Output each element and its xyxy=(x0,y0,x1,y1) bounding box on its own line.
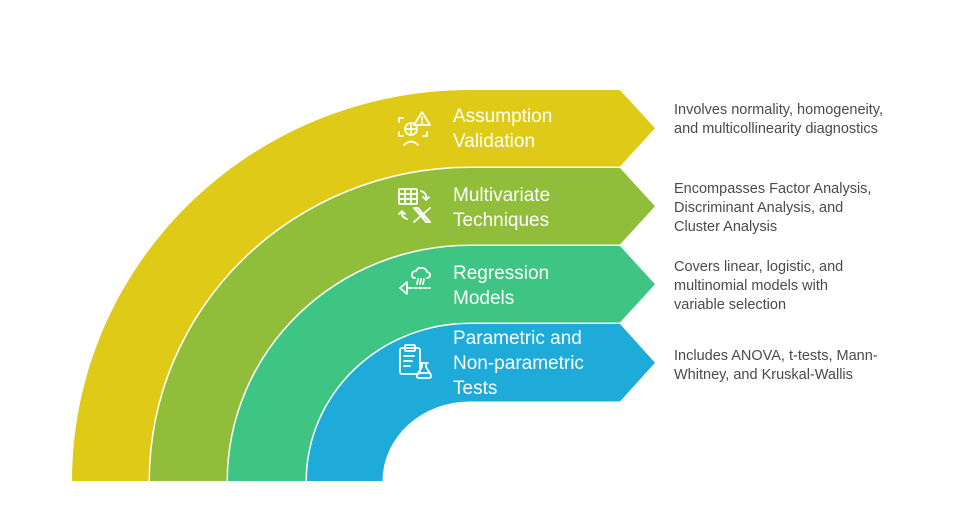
title-line: Non-parametric xyxy=(453,353,584,374)
title-line: Validation xyxy=(453,131,536,152)
step-description-parametric-tests: Includes ANOVA, t-tests, Mann-Whitney, a… xyxy=(674,348,878,383)
step-description-regression-models: Covers linear, logistic, and multinomial… xyxy=(674,259,844,313)
step-description-assumption-validation: Involves normality, homogeneity, and mul… xyxy=(674,102,884,137)
clipboard-flask-icon xyxy=(399,344,433,379)
title-line: Multivariate xyxy=(453,185,551,206)
title-line: Assumption xyxy=(453,106,553,127)
step-title-regression-models: Regression Models xyxy=(453,261,549,311)
title-line: Tests xyxy=(453,378,498,399)
table-transform-icon xyxy=(398,188,431,223)
title-line: Regression xyxy=(453,263,550,284)
step-title-multivariate-techniques: Multivariate Techniques xyxy=(453,183,550,233)
regression-icon xyxy=(399,266,432,295)
band-multivariate-techniques xyxy=(150,168,655,481)
title-line: Models xyxy=(453,288,515,309)
assumption-validation-icon xyxy=(398,111,431,146)
band-regression-models xyxy=(228,246,655,481)
title-line: Parametric and xyxy=(453,328,582,349)
step-title-assumption-validation: Assumption Validation xyxy=(453,104,552,154)
title-line: Techniques xyxy=(453,210,550,231)
band-parametric-tests xyxy=(307,324,655,481)
step-title-parametric-tests: Parametric and Non-parametric Tests xyxy=(453,326,584,401)
step-description-multivariate-techniques: Encompasses Factor Analysis, Discriminan… xyxy=(674,181,872,235)
band-assumption-validation xyxy=(72,90,655,481)
